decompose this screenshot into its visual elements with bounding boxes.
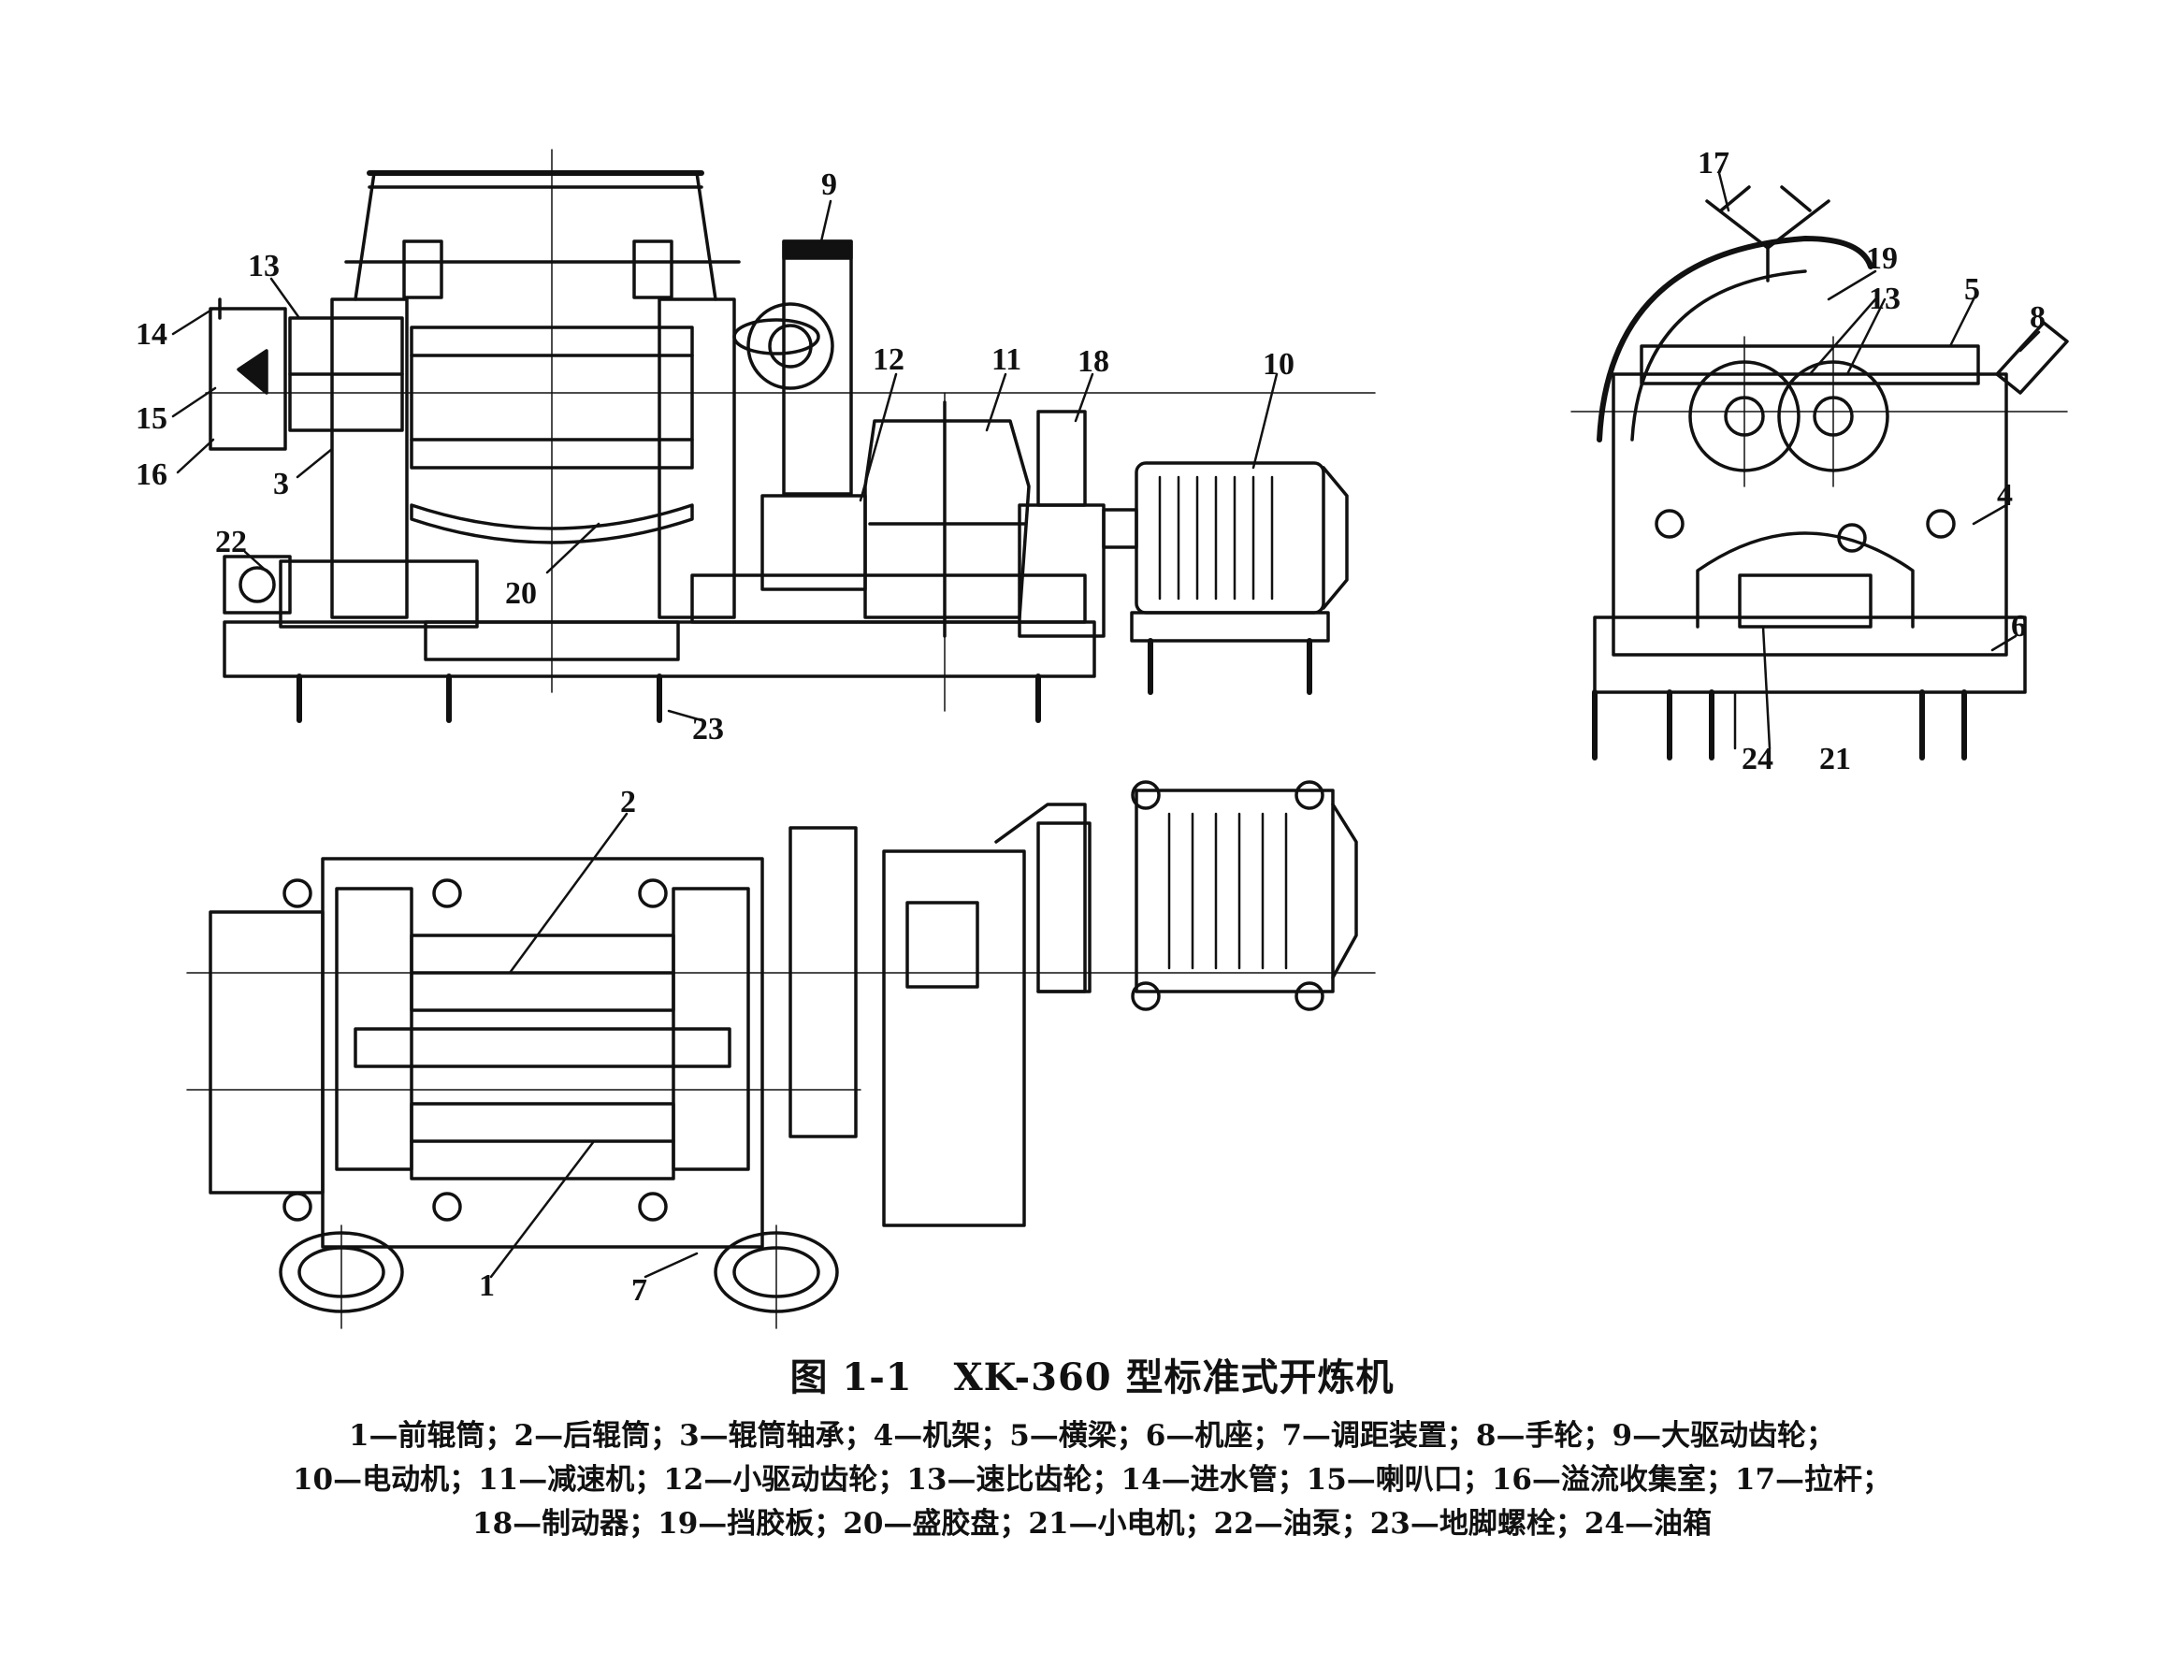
figure-title: 图 1-1 XK-360 型标准式开炼机 bbox=[0, 1347, 2184, 1401]
callout-24: 24 bbox=[1742, 742, 1773, 776]
callout-23: 23 bbox=[692, 712, 724, 746]
callout-17: 17 bbox=[1698, 146, 1729, 181]
callout-9: 9 bbox=[821, 167, 837, 202]
callout-6: 6 bbox=[2011, 609, 2027, 644]
callout-12: 12 bbox=[873, 342, 904, 377]
parts-legend: 1—前辊筒；2—后辊筒；3—辊筒轴承；4—机架；5—横梁；6—机座；7—调距装置… bbox=[0, 1414, 2184, 1546]
callout-15: 15 bbox=[136, 401, 167, 436]
callout-4: 4 bbox=[1997, 478, 2013, 513]
figure-number: 图 1-1 bbox=[789, 1355, 913, 1399]
figure-title-text: XK-360 型标准式开炼机 bbox=[953, 1355, 1395, 1399]
callout-13-front: 13 bbox=[248, 249, 280, 283]
callout-5: 5 bbox=[1964, 272, 1980, 307]
callout-16: 16 bbox=[136, 457, 167, 492]
front-view bbox=[171, 149, 1376, 723]
callout-2: 2 bbox=[620, 785, 636, 819]
callout-11: 11 bbox=[991, 342, 1021, 377]
plan-view bbox=[186, 780, 1376, 1329]
callouts: 1 2 3 4 5 6 7 8 9 10 11 12 13 13 14 15 1… bbox=[136, 146, 2046, 1308]
callout-13-side: 13 bbox=[1869, 282, 1901, 316]
callout-10: 10 bbox=[1263, 347, 1294, 382]
legend-line: 1—前辊筒；2—后辊筒；3—辊筒轴承；4—机架；5—横梁；6—机座；7—调距装置… bbox=[348, 1419, 1836, 1453]
machine-drawing: 1 2 3 4 5 6 7 8 9 10 11 12 13 13 14 15 1… bbox=[136, 146, 2069, 1329]
callout-3: 3 bbox=[273, 467, 289, 501]
figure-caption: 图 1-1 XK-360 型标准式开炼机 1—前辊筒；2—后辊筒；3—辊筒轴承；4… bbox=[0, 1347, 2184, 1546]
callout-21: 21 bbox=[1819, 742, 1851, 776]
side-view bbox=[1570, 171, 2069, 760]
callout-20: 20 bbox=[505, 576, 537, 611]
callout-1: 1 bbox=[479, 1268, 495, 1303]
legend-line: 10—电动机；11—减速机；12—小驱动齿轮；13—速比齿轮；14—进水管；15… bbox=[292, 1463, 1892, 1497]
callout-22: 22 bbox=[215, 525, 247, 559]
legend-line: 18—制动器；19—挡胶板；20—盛胶盘；21—小电机；22—油泵；23—地脚螺… bbox=[472, 1507, 1712, 1541]
callout-14: 14 bbox=[136, 317, 167, 352]
callout-7: 7 bbox=[631, 1273, 647, 1308]
callout-19: 19 bbox=[1866, 241, 1898, 276]
callout-8: 8 bbox=[2030, 300, 2046, 335]
callout-18: 18 bbox=[1078, 344, 1109, 379]
